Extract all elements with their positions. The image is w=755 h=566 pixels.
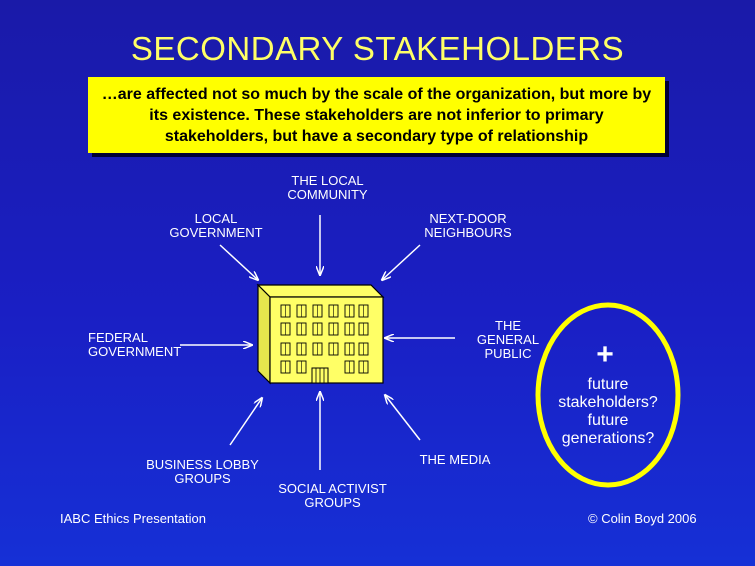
definition-text: …are affected not so much by the scale o… — [101, 85, 652, 145]
footer-copyright: © Colin Boyd 2006 — [588, 511, 697, 526]
label-local-government: LOCAL GOVERNMENT — [169, 211, 263, 240]
label-local-community: THE LOCAL COMMUNITY — [287, 173, 368, 202]
label-business-lobby-groups: BUSINESS LOBBY GROUPS — [146, 457, 259, 486]
footer-presentation: IABC Ethics Presentation — [60, 511, 206, 526]
plus-sign: + — [596, 338, 614, 371]
arrow-media — [385, 395, 421, 441]
building-windows — [280, 304, 369, 374]
label-next-door-neighbours: NEXT-DOOR NEIGHBOURS — [424, 211, 512, 240]
future-stakeholders-text: future stakeholders? future generations? — [558, 376, 658, 447]
arrow-local-government — [219, 244, 258, 280]
label-federal-government: FEDERAL GOVERNMENT — [88, 330, 182, 359]
slide-title: SECONDARY STAKEHOLDERS — [130, 30, 625, 67]
label-general-public: THE GENERAL PUBLIC — [476, 318, 540, 361]
future-stakeholders-ring — [535, 302, 681, 488]
arrow-business-lobby — [229, 398, 262, 446]
office-building-icon — [256, 283, 385, 385]
definition-callout: …are affected not so much by the scale o… — [88, 77, 665, 153]
label-social-activist-groups: SOCIAL ACTIVIST GROUPS — [278, 481, 387, 510]
arrow-next-door-neighbours — [382, 244, 421, 280]
label-media: THE MEDIA — [419, 452, 491, 467]
